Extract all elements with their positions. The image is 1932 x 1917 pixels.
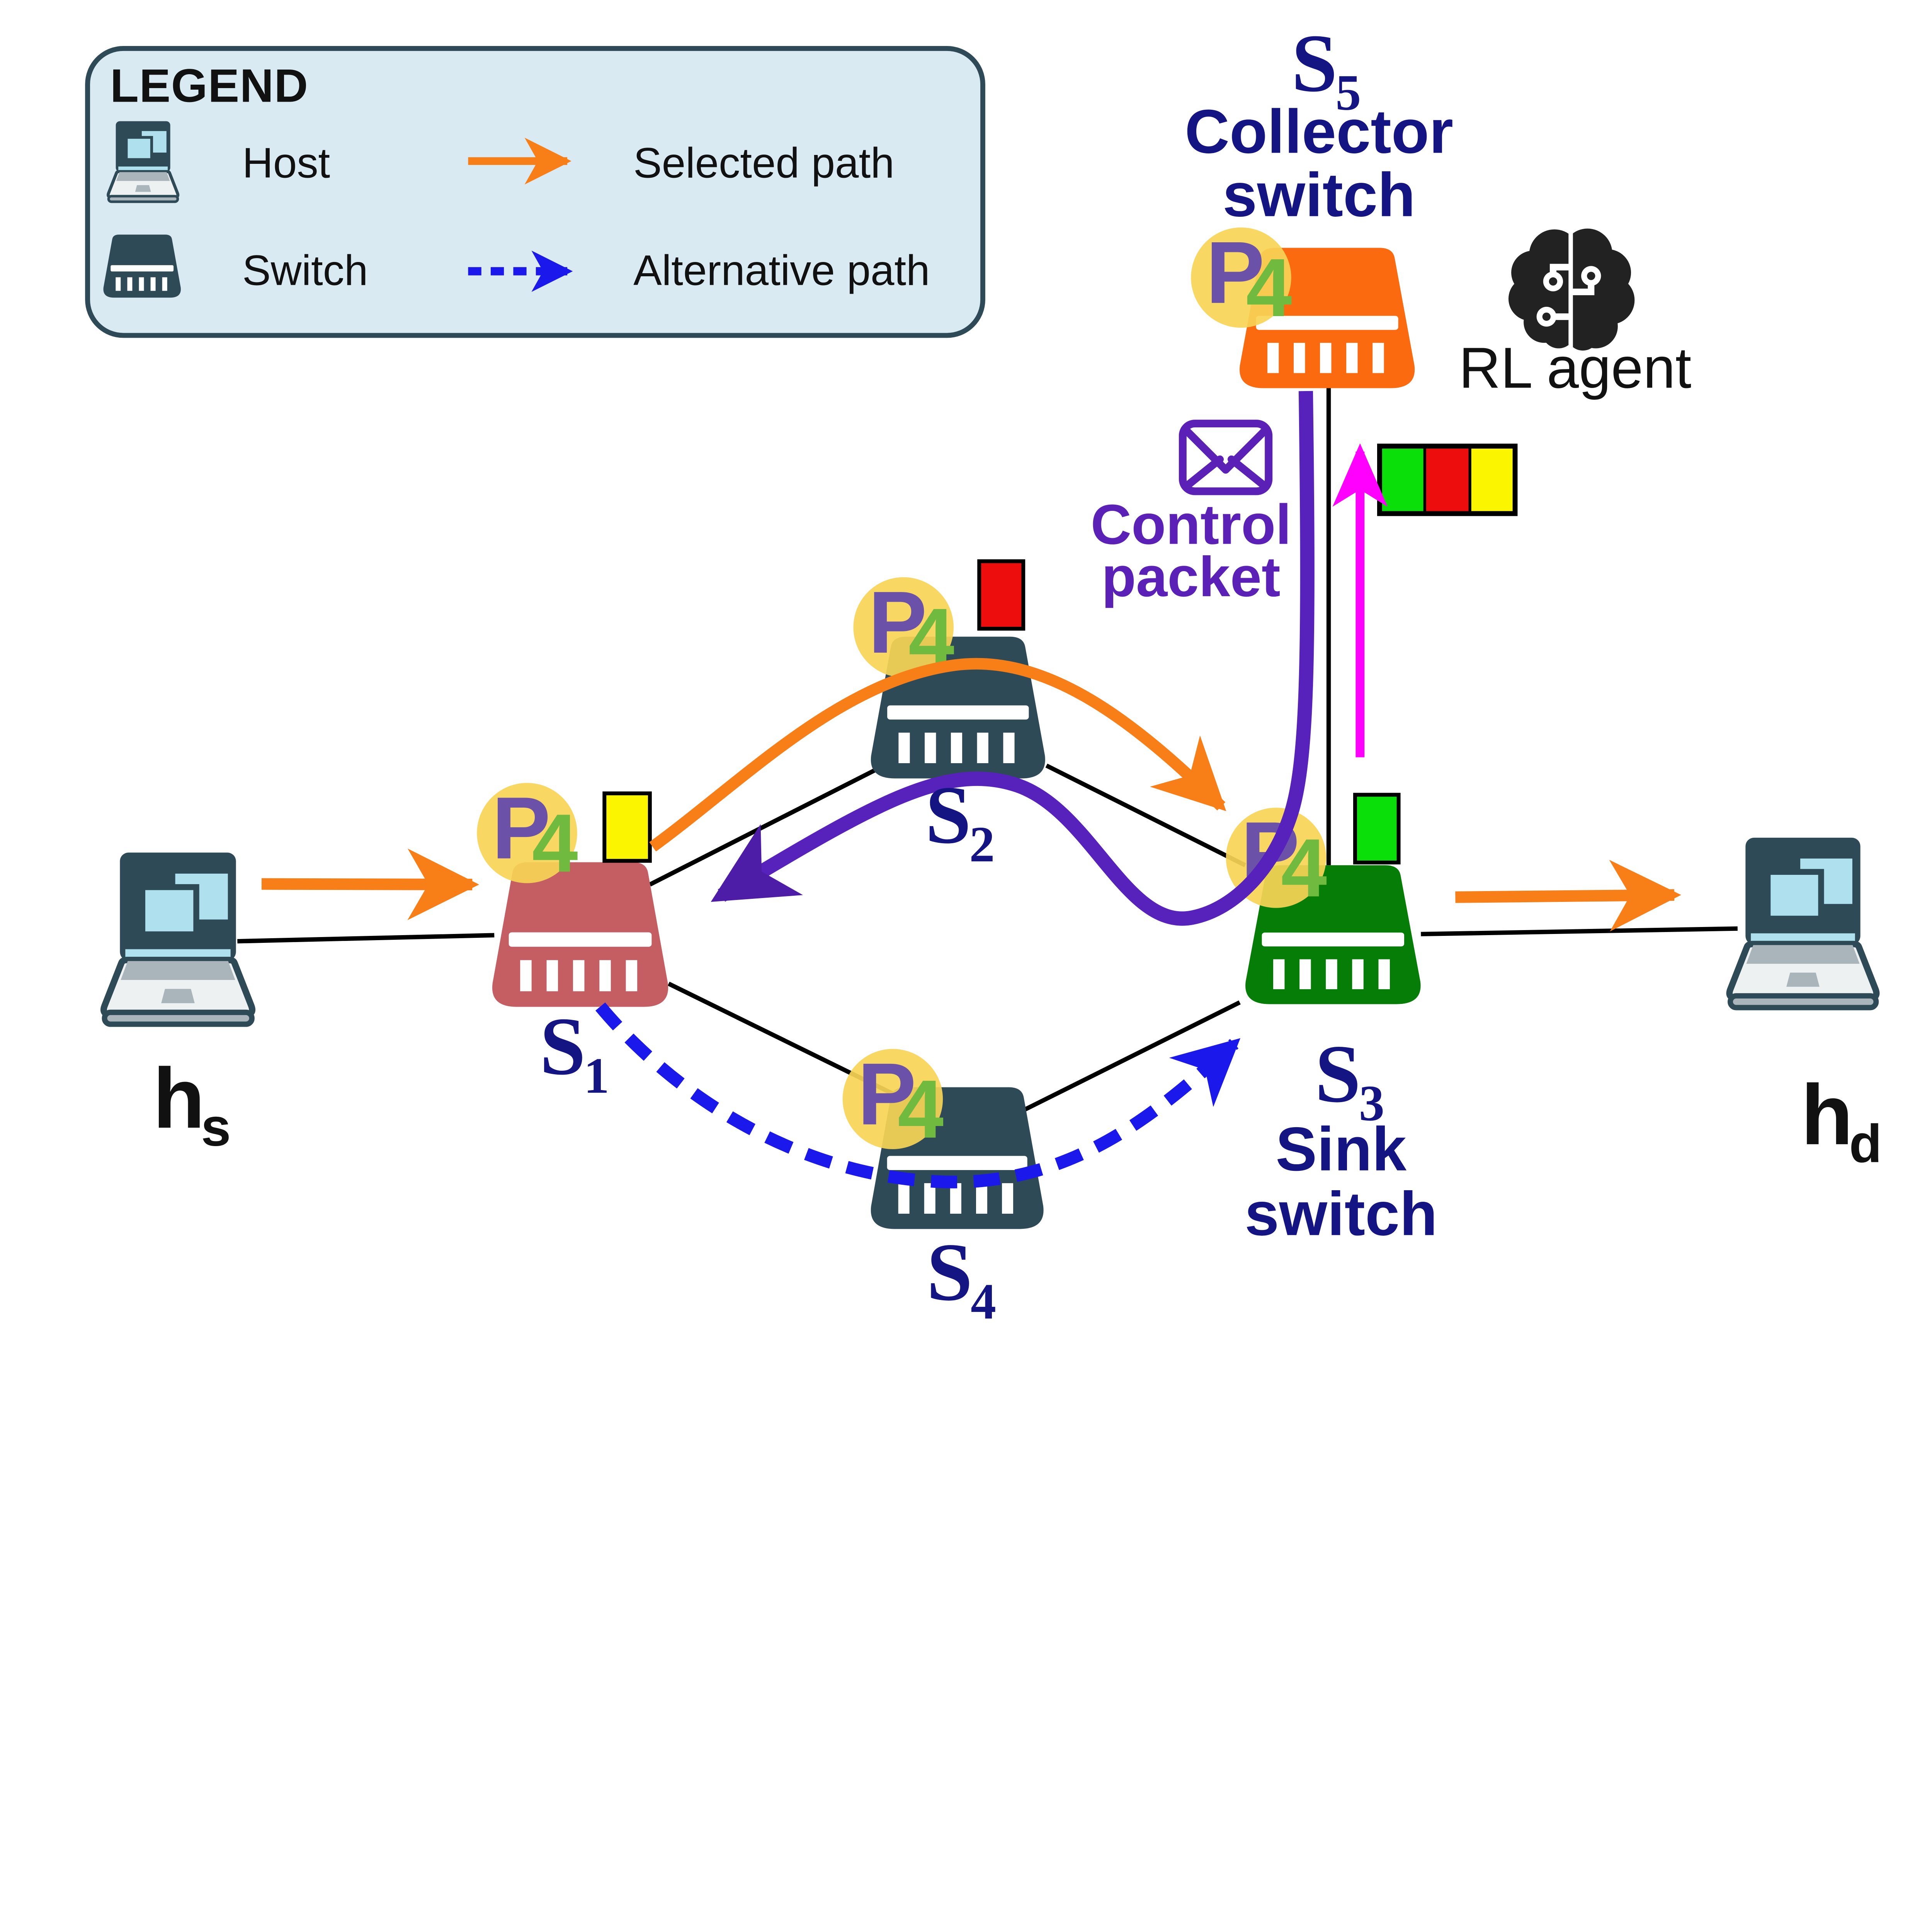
network-topology-diagram: P 4 (85, 17, 1882, 1330)
s1-label: S (540, 1000, 586, 1092)
selected-path-s3-hd (1455, 860, 1681, 932)
legend-switch-icon (103, 235, 181, 298)
s2-label: S (925, 769, 971, 861)
brain-circuit-nodes (1536, 266, 1601, 327)
s3-role-line1: Sink (1276, 1114, 1406, 1184)
link-s1-s2 (649, 760, 891, 887)
rl-agent-label: RL agent (1459, 335, 1692, 400)
hd-label-sub: d (1849, 1114, 1882, 1174)
s4-label-sub: 4 (971, 1273, 996, 1330)
link-hs-s1 (237, 933, 495, 944)
control-packet-label-line1: Control (1091, 493, 1291, 556)
legend-alternative-path-label: Alternative path (633, 247, 930, 294)
tricolor-cell-yellow (1468, 444, 1517, 515)
envelope-icon (1179, 420, 1273, 495)
s5-label-sub: 5 (1335, 65, 1361, 121)
p4-badge-s5 (1191, 223, 1292, 334)
p4-badge-s4 (842, 1045, 944, 1155)
alternative-path-s1-s4-s3 (595, 1002, 1241, 1189)
selected-path-s1-s2-s3 (649, 658, 1226, 852)
link-s3-hd (1421, 926, 1738, 937)
legend-box (85, 46, 985, 338)
legend-host-icon (108, 121, 178, 202)
p4-badge-s1 (477, 779, 578, 890)
legend: LEGEND Host Switch Selected path Alterna… (85, 46, 985, 338)
s5-role-line2: switch (1223, 160, 1415, 229)
s4-label: S (927, 1226, 973, 1318)
legend-selected-path-label: Selected path (633, 139, 895, 187)
s3-label: S (1315, 1028, 1361, 1120)
tricolor-cell-red (1423, 444, 1471, 515)
host-hs-icon (104, 852, 252, 1024)
status-rect-red-s2 (977, 559, 1026, 631)
selected-path-hs-s1 (261, 848, 480, 920)
status-report-tricolor (1377, 444, 1518, 516)
status-rect-yellow-s1 (602, 791, 652, 863)
legend-host-label: Host (242, 139, 330, 187)
s5-role-line1: Collector (1185, 97, 1453, 166)
s5-label: S (1291, 17, 1337, 109)
topology-links (237, 387, 1738, 1112)
host-hd-icon (1730, 838, 1876, 1008)
envelope-fold (1184, 455, 1268, 489)
legend-switch-label: Switch (242, 247, 368, 294)
hd-label: h (1801, 1067, 1853, 1162)
link-s4-s3 (1023, 1000, 1241, 1112)
switch-s1 (492, 862, 668, 1007)
envelope-flap (1184, 428, 1268, 474)
hs-label: h (153, 1050, 205, 1146)
tricolor-cell-green (1378, 444, 1426, 515)
brain-icon (1508, 224, 1635, 351)
envelope-body (1179, 420, 1273, 495)
link-s2-s3 (1045, 764, 1247, 867)
control-packet-path-s5-to-s1 (711, 391, 1315, 926)
hs-label-sub: s (201, 1097, 231, 1157)
s1-label-sub: 1 (584, 1048, 609, 1104)
control-packet-label-line2: packet (1102, 545, 1281, 608)
s2-label-sub: 2 (969, 816, 995, 873)
legend-title: LEGEND (110, 60, 308, 112)
node-labels: h s h d S 1 S 2 S 3 Sink switch S 4 S 5 … (153, 17, 1882, 1330)
s3-role-line2: switch (1245, 1179, 1437, 1248)
status-rect-green-s3 (1353, 793, 1401, 865)
s3-label-sub: 3 (1359, 1075, 1384, 1131)
